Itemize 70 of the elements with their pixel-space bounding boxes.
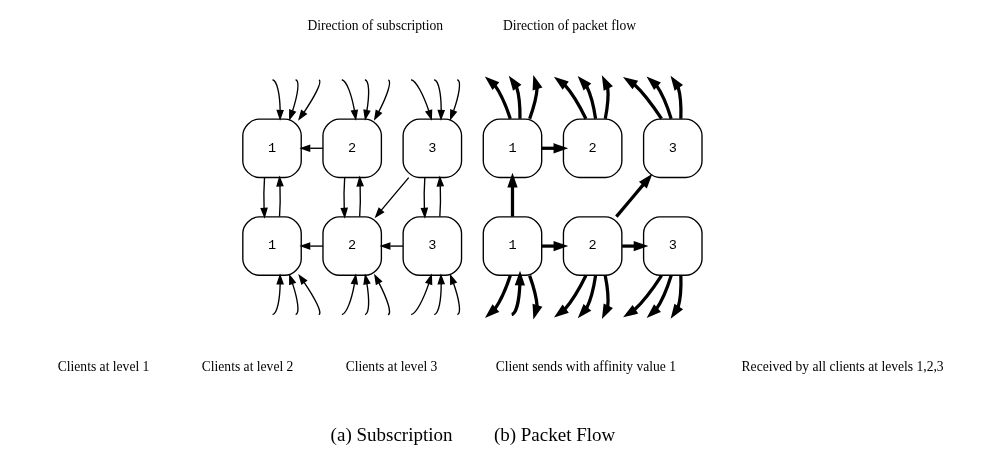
arrow xyxy=(601,275,613,320)
arrow xyxy=(510,270,525,316)
node-box: 3 xyxy=(401,118,462,179)
arrow xyxy=(362,273,371,316)
arrow xyxy=(527,75,542,120)
arrow xyxy=(449,79,460,121)
node-box: 1 xyxy=(482,216,542,276)
arrow xyxy=(433,273,445,316)
label: Client sends with affinity value 1 xyxy=(495,359,676,375)
node-box: 2 xyxy=(562,118,623,179)
label: Direction of subscription xyxy=(306,17,443,33)
arrow xyxy=(409,79,432,121)
arrow xyxy=(271,273,284,316)
node-box: 1 xyxy=(241,216,302,276)
arrow xyxy=(601,75,613,119)
node-box: 2 xyxy=(321,118,382,179)
arrow xyxy=(614,173,652,218)
arrow xyxy=(577,275,597,319)
arrow xyxy=(373,79,390,121)
arrow xyxy=(670,75,683,119)
arrow xyxy=(298,242,324,250)
arrow xyxy=(436,175,444,218)
label: (a) Subscription xyxy=(330,423,453,445)
arrow xyxy=(553,274,587,318)
arrow xyxy=(339,176,348,219)
arrow xyxy=(646,76,673,120)
arrow xyxy=(340,79,358,121)
arrow xyxy=(449,273,460,316)
arrow xyxy=(506,172,518,217)
arrow xyxy=(288,79,299,121)
arrow xyxy=(379,242,404,250)
node-box: 1 xyxy=(482,118,542,179)
arrow xyxy=(340,273,358,316)
arrow xyxy=(271,79,284,121)
arrow xyxy=(420,176,428,219)
node-box: 2 xyxy=(321,216,382,276)
arrow xyxy=(433,79,445,121)
node-box: 1 xyxy=(241,118,302,179)
label: Direction of packet flow xyxy=(502,17,636,33)
arrow xyxy=(355,175,364,218)
label: Clients at level 3 xyxy=(345,359,437,375)
label: Clients at level 1 xyxy=(57,359,149,375)
arrow xyxy=(622,274,663,318)
arrow xyxy=(670,275,683,319)
arrow xyxy=(374,176,409,219)
arrow xyxy=(288,273,299,316)
arrow xyxy=(553,76,587,120)
arrow xyxy=(646,275,673,318)
label: Clients at level 2 xyxy=(201,359,293,375)
arrow xyxy=(362,79,371,121)
arrow xyxy=(622,77,663,120)
label: (b) Packet Flow xyxy=(493,423,615,445)
arrow xyxy=(373,273,390,316)
arrow xyxy=(541,240,568,252)
arrow xyxy=(484,275,512,318)
arrow xyxy=(297,273,321,316)
node-box: 3 xyxy=(401,216,462,276)
node-box: 3 xyxy=(642,118,703,179)
node-box: 2 xyxy=(562,216,623,276)
arrow xyxy=(275,175,284,218)
arrow xyxy=(527,275,542,320)
node-box: 3 xyxy=(642,216,703,276)
arrow xyxy=(508,75,522,119)
label: Received by all clients at levels 1,2,3 xyxy=(741,359,944,375)
arrow xyxy=(297,79,321,121)
arrow xyxy=(577,76,597,119)
arrow xyxy=(259,176,268,219)
arrow xyxy=(484,76,512,120)
arrow xyxy=(621,240,648,252)
arrow xyxy=(410,273,432,316)
